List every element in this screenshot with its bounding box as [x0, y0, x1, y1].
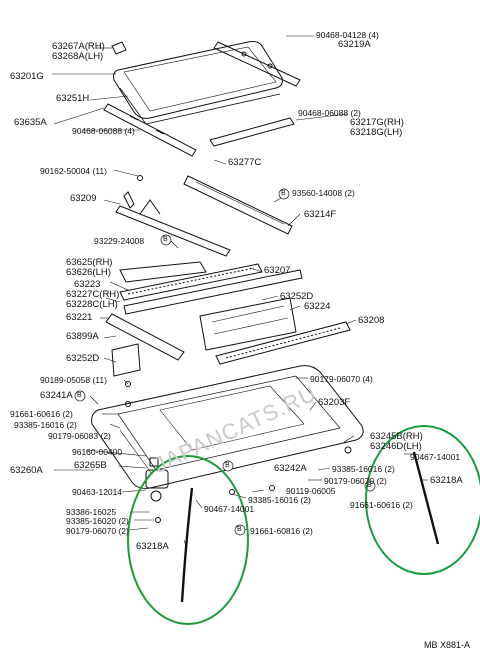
front-rail: [213, 41, 301, 87]
part-label: 63227C(RH): [66, 289, 120, 300]
part-label: 63246D(LH): [370, 441, 422, 452]
part-label: 63224: [304, 301, 331, 312]
part-label: 91661-60616 (2): [350, 500, 413, 510]
highlight-ellipse-right: [365, 425, 480, 575]
part-label: 90179-06083 (2): [48, 431, 111, 441]
part-label: 90119-06005: [286, 486, 336, 496]
part-label: 63251H: [56, 93, 90, 104]
part-label: 90467-14001: [410, 452, 461, 462]
callout-b: B: [225, 462, 230, 469]
part-label: 90467-14001: [204, 504, 255, 514]
part-label: 63201G: [10, 71, 44, 82]
side-rail-right: [209, 117, 295, 147]
part-label: 63245B(RH): [370, 431, 423, 442]
part-label: 93560-14008 (2): [292, 188, 355, 198]
part-label: 63260A: [10, 465, 43, 476]
part-label: 93385-16016 (2): [14, 420, 77, 430]
part-label: 63241A: [40, 390, 73, 401]
part-label: 63265B: [74, 460, 107, 471]
part-label: 93385-16016 (2): [248, 495, 311, 505]
part-label: 63218A: [136, 541, 169, 552]
part-label: 63242A: [274, 463, 307, 474]
sunshade-rail: [105, 313, 185, 361]
drain-hose-right: [412, 451, 440, 545]
callout-b: B: [281, 190, 286, 197]
part-label: 90179-06070 (2): [66, 526, 129, 536]
part-label: 63203F: [318, 397, 351, 408]
part-label: 93229-24008: [94, 236, 145, 246]
part-label: 96160-00400: [72, 447, 123, 457]
part-label: 91661-60616 (2): [10, 409, 73, 419]
diagram-code: MB X881-A: [423, 640, 470, 650]
part-label: 90463-12014: [72, 487, 123, 497]
part-label: 90468-06088 (4): [72, 126, 135, 136]
part-label: 90468-06088 (2): [298, 108, 361, 118]
long-rail-right: [215, 321, 351, 365]
part-label: 63277C: [228, 157, 262, 168]
part-label: 63223: [74, 279, 101, 290]
deflector: [199, 297, 297, 351]
callout-b: B: [77, 392, 82, 399]
part-label: 93385-16016 (2): [332, 464, 395, 474]
part-label: 90189-05058 (11): [40, 375, 107, 385]
part-label: 63207: [264, 265, 291, 276]
bracket-lower: [111, 343, 141, 377]
part-label: 63218A: [430, 475, 463, 486]
part-label: 63626(LH): [66, 267, 111, 278]
part-label: 90179-06070 (2): [324, 476, 387, 486]
glass-panel: [113, 41, 283, 125]
part-label: 63217G(RH): [350, 117, 404, 128]
part-label: 63218G(LH): [350, 127, 403, 138]
part-label: 63268A(LH): [52, 51, 104, 62]
part-label: 93386-16025: [66, 507, 117, 517]
part-label: 63267A(RH): [52, 41, 105, 52]
long-rail-mid: [123, 269, 303, 315]
highlight-ellipse-left: [127, 455, 249, 625]
part-label: 63899A: [66, 331, 99, 342]
part-label: 63221: [66, 312, 93, 323]
clip: [111, 41, 127, 55]
housing-frame: [91, 365, 364, 489]
drain-hose-left: [180, 487, 194, 603]
drive-frame: [115, 191, 231, 257]
callout-b: B: [237, 526, 242, 533]
part-label: 63219A: [338, 39, 371, 50]
rear-bar: [183, 175, 293, 235]
guide-rh: [119, 261, 207, 283]
part-label: 63635A: [14, 117, 47, 128]
part-label: 91661-60816 (2): [250, 526, 313, 536]
part-label: 63252D: [66, 353, 100, 364]
callout-b: B: [163, 236, 168, 243]
part-label: 90179-06070 (4): [310, 374, 373, 384]
side-rail-left: [103, 103, 197, 157]
part-label: 63214F: [304, 209, 337, 220]
part-label: 63228C(LH): [66, 299, 118, 310]
part-label: 93385-16020 (2): [66, 516, 129, 526]
part-label: 63625(RH): [66, 257, 113, 268]
part-label: 90468-04128 (4): [316, 30, 379, 40]
part-label: 63208: [358, 315, 385, 326]
callout-b: B: [367, 482, 372, 489]
part-label: 63252D: [280, 291, 314, 302]
part-label: 63209: [70, 193, 97, 204]
part-label: 90162-50004 (11): [40, 166, 107, 176]
